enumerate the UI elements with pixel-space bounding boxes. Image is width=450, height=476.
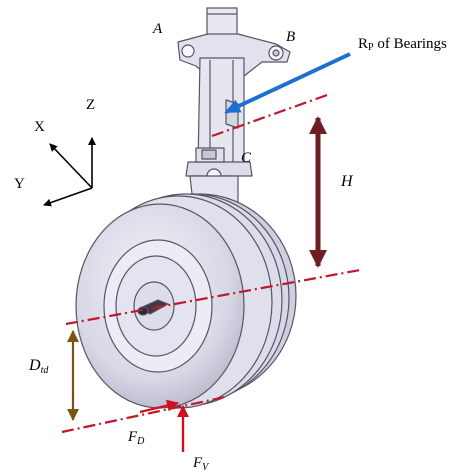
fv-main-text: F [193,455,203,471]
axis-y-line [43,187,93,207]
yoke-bore-a [181,44,195,58]
label-point-b: B [286,29,296,45]
label-point-a: A [153,21,163,37]
rp-tail-text: of Bearings [373,36,447,52]
coordinate-axes [43,137,96,207]
centerline-ground [61,395,226,434]
label-force-fd: FD [128,430,144,447]
strut-collar [185,161,253,177]
bearing-pointer [224,52,351,114]
fd-main-text: F [128,429,138,445]
centerlines [61,92,361,434]
landing-gear-model [75,7,297,409]
axis-x-line [49,143,93,189]
label-axis-y: Y [14,176,25,192]
label-dtd: Dtd [29,358,48,376]
label-rp-of-bearings: RP of Bearings [358,37,447,53]
label-axis-z: Z [86,97,96,113]
force-fd-arrow [139,399,179,414]
label-height: H [341,173,353,190]
dtd-main-text: D [29,357,41,374]
centerline-mid [65,268,361,326]
fd-subscript: D [137,436,145,447]
fv-subscript: V [202,462,209,473]
label-force-fv: FV [193,456,208,473]
force-arrows [139,399,189,452]
label-axis-x: X [34,119,45,135]
rp-subscript: P [368,42,374,53]
rp-main-text: R [358,36,369,52]
centerline-top [211,92,331,138]
label-point-c: C [241,150,252,166]
dtd-subscript: td [40,365,49,376]
